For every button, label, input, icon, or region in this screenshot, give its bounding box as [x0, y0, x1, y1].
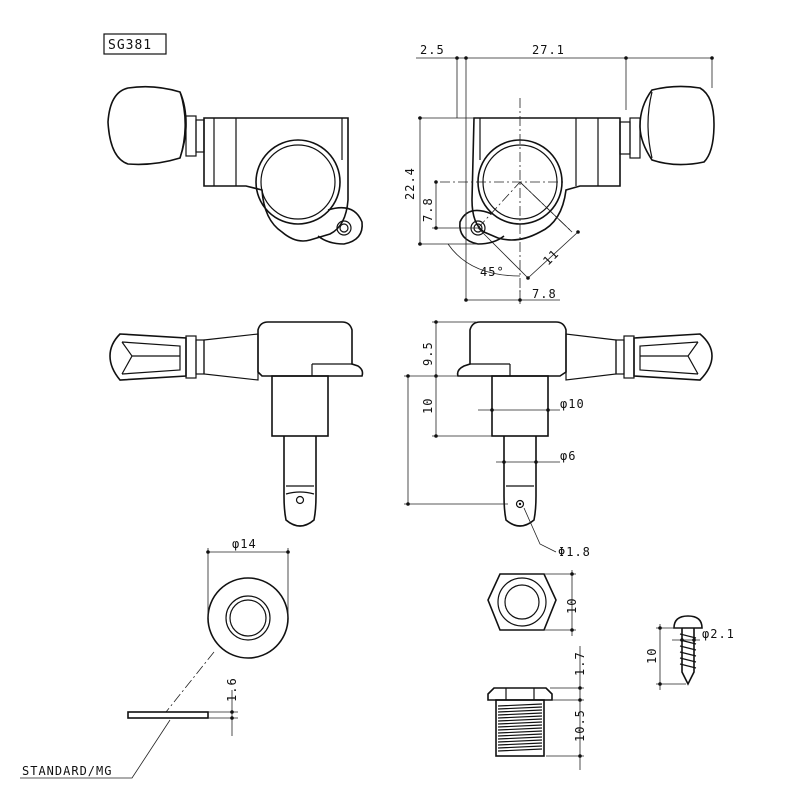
washer-top-view: φ14 [165, 537, 290, 713]
dim-height-total: 22.4 [403, 167, 417, 200]
dim-top-length: 27.1 [532, 43, 565, 57]
dim-angle: 45° [480, 265, 505, 279]
dim-washer-diameter: φ14 [232, 537, 257, 551]
mounting-screw: 10 φ2.1 [645, 615, 735, 690]
tuner-front-view-left [107, 85, 363, 245]
dim-nut-width: 10 [565, 598, 579, 614]
dimensions-middle: 9.5 10 φ10 φ6 Φ1.8 [404, 320, 591, 559]
washer-side-view: 1.6 STANDARD/MG [20, 677, 239, 779]
dim-bushing-diameter: φ10 [560, 397, 585, 411]
dim-hole-diameter: Φ1.8 [558, 545, 591, 559]
dim-height-head: 9.5 [421, 341, 435, 366]
dim-screw-diameter: φ2.1 [702, 627, 735, 641]
dim-nut-length: 10.5 [573, 709, 587, 742]
dim-post-diameter: φ6 [560, 449, 576, 463]
bushing-side-view: 1.7 10.5 [487, 646, 587, 770]
model-title-box: SG381 [103, 33, 167, 55]
tuner-front-view-right [440, 85, 715, 292]
dim-nut-head: 1.7 [573, 651, 587, 676]
model-title: SG381 [108, 38, 152, 53]
caption-standard-mg: STANDARD/MG [22, 764, 112, 778]
hex-nut-top-view: 10 [487, 570, 579, 636]
dim-screw-length: 10 [645, 648, 659, 664]
dim-top-offset: 2.5 [420, 43, 445, 57]
dimensions-top: 2.5 27.1 22.4 7.8 11 45° 7.8 [403, 43, 714, 304]
tuner-side-view-left [109, 321, 364, 527]
dim-height-center: 7.8 [421, 197, 435, 222]
dim-washer-thickness: 1.6 [225, 677, 239, 702]
dim-horizontal-offset: 7.8 [532, 287, 557, 301]
tuner-side-view-right [456, 321, 713, 527]
dim-height-bushing: 10 [421, 398, 435, 414]
